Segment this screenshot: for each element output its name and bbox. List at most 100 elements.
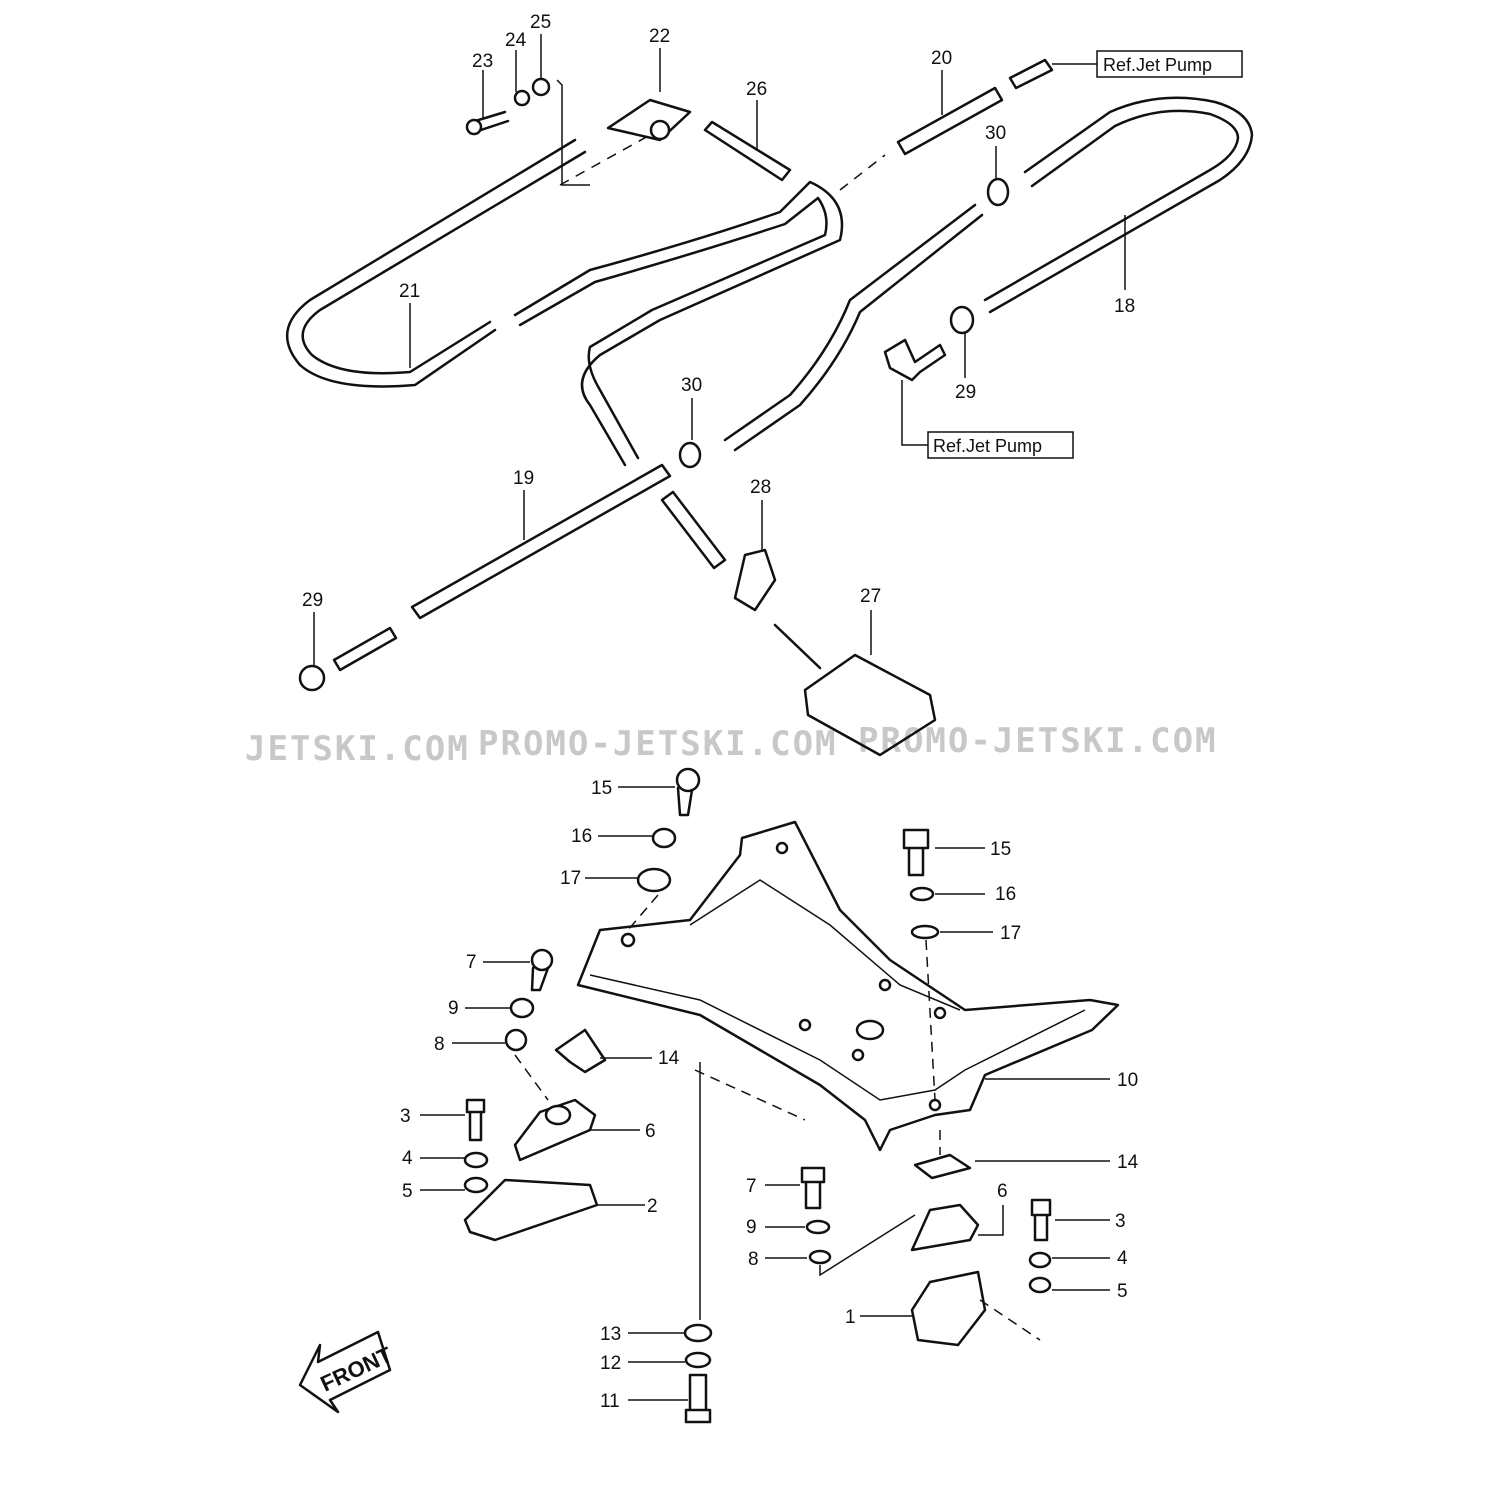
- bolt-23: [465, 110, 510, 136]
- hose-dashed-links: [559, 134, 886, 191]
- mount-plate-10: [576, 820, 1120, 1152]
- hose-20: [896, 86, 1004, 156]
- callout-12: 12: [600, 1353, 621, 1374]
- callout-11: 11: [600, 1391, 620, 1412]
- callout-24: 24: [505, 30, 527, 51]
- callout-26: 26: [746, 79, 767, 100]
- callout-19: 19: [513, 468, 534, 489]
- callout-numbers: 23 24 25 22 26 20 30 18 21 29 30 19 28 2…: [302, 12, 1139, 1412]
- callout-30-mid: 30: [681, 375, 702, 396]
- fitting-jet-pump-top: [1008, 58, 1054, 90]
- callout-16-left: 16: [571, 826, 592, 847]
- clip-14-right: [913, 1153, 972, 1180]
- callout-7-left: 7: [466, 952, 477, 973]
- callout-27: 27: [860, 586, 881, 607]
- ref-jet-pump-bottom: Ref.Jet Pump: [927, 431, 1074, 459]
- bolt-7-right: [800, 1166, 826, 1210]
- callout-17-left: 17: [560, 868, 581, 889]
- washer-13: [683, 1323, 713, 1343]
- front-arrow: FRONT: [298, 1330, 397, 1414]
- bolt-15-right: [902, 828, 930, 877]
- washer-17-left: [636, 867, 672, 893]
- bolt-3-right: [1030, 1198, 1052, 1242]
- callout-4-left: 4: [402, 1148, 413, 1169]
- hose-21: [285, 138, 587, 388]
- washer-25: [531, 77, 551, 97]
- callout-8-right: 8: [748, 1249, 759, 1270]
- assembly-lines: [514, 894, 1041, 1341]
- hose-long-center: [513, 180, 984, 467]
- front-label: FRONT: [317, 1342, 397, 1397]
- watermark-2: PROMO-JETSKI.COM: [478, 724, 838, 764]
- callout-23: 23: [472, 51, 493, 72]
- clamp-30-top: [986, 177, 1010, 207]
- callout-4-right: 4: [1117, 1248, 1128, 1269]
- callout-20: 20: [931, 48, 952, 69]
- callout-6-left: 6: [645, 1121, 656, 1142]
- callout-3-right: 3: [1115, 1211, 1126, 1232]
- callout-1: 1: [845, 1307, 856, 1328]
- callout-29-right: 29: [955, 382, 976, 403]
- callout-25: 25: [530, 12, 551, 33]
- washer-4-left: [463, 1151, 489, 1169]
- ref-jet-pump-bottom-label: Ref.Jet Pump: [933, 436, 1042, 456]
- washer-24: [513, 89, 531, 107]
- watermark-1: JETSKI.COM: [245, 729, 470, 769]
- mount-6-left: [513, 1098, 597, 1162]
- callout-22: 22: [649, 26, 670, 47]
- washer-5-right: [1028, 1276, 1052, 1294]
- callout-28: 28: [750, 477, 771, 498]
- filter-27: [773, 623, 937, 757]
- washer-5-left: [463, 1176, 489, 1194]
- callout-6-right: 6: [997, 1181, 1008, 1202]
- washer-4-right: [1028, 1251, 1052, 1269]
- callout-18: 18: [1114, 296, 1135, 317]
- callout-9-right: 9: [746, 1217, 757, 1238]
- clamp-30-mid: [678, 441, 702, 469]
- mount-6-right: [910, 1203, 980, 1252]
- ref-jet-pump-top: Ref.Jet Pump: [1096, 50, 1243, 78]
- washer-8-left: [504, 1028, 528, 1052]
- watermark-3: PROMO-JETSKI.COM: [858, 721, 1218, 761]
- hose-26: [703, 120, 792, 182]
- bracket-28: [733, 548, 777, 612]
- callout-16-right: 16: [995, 884, 1016, 905]
- callout-2: 2: [647, 1196, 658, 1217]
- bolt-11: [684, 1373, 712, 1424]
- bolt-7-left: [530, 948, 554, 992]
- clamp-29-right: [949, 305, 975, 335]
- bolt-3-left: [465, 1098, 486, 1142]
- callout-15-left: 15: [591, 778, 612, 799]
- washer-8-right: [808, 1249, 832, 1265]
- bracket-1: [910, 1270, 987, 1347]
- leader-lines: [313, 34, 1126, 1401]
- washer-16-right: [909, 886, 935, 902]
- callout-21: 21: [399, 281, 420, 302]
- callout-13: 13: [600, 1324, 621, 1345]
- elbow-jet-pump-bottom: [883, 338, 947, 382]
- callout-7-right: 7: [746, 1176, 757, 1197]
- callout-9-left: 9: [448, 998, 459, 1019]
- callout-14-right: 14: [1117, 1152, 1139, 1173]
- callout-14-left: 14: [658, 1048, 680, 1069]
- callout-10: 10: [1117, 1070, 1138, 1091]
- washer-17-right: [910, 924, 940, 940]
- callout-15-right: 15: [990, 839, 1011, 860]
- hose-short-28: [660, 490, 727, 570]
- hose-19: [332, 463, 672, 672]
- washer-16-left: [651, 827, 677, 849]
- callout-17-right: 17: [1000, 923, 1021, 944]
- callout-29-left: 29: [302, 590, 323, 611]
- clip-14-left: [554, 1028, 607, 1074]
- fitting-22: [606, 98, 692, 142]
- bolt-15-left: [675, 767, 701, 817]
- washer-12: [684, 1351, 712, 1369]
- hose-18: [983, 96, 1254, 314]
- nut-9-left: [509, 997, 535, 1019]
- ref-jet-pump-top-label: Ref.Jet Pump: [1103, 55, 1212, 75]
- callout-5-left: 5: [402, 1181, 413, 1202]
- callout-30-top: 30: [985, 123, 1006, 144]
- clamp-29-left: [298, 664, 326, 692]
- nut-9-right: [805, 1219, 831, 1235]
